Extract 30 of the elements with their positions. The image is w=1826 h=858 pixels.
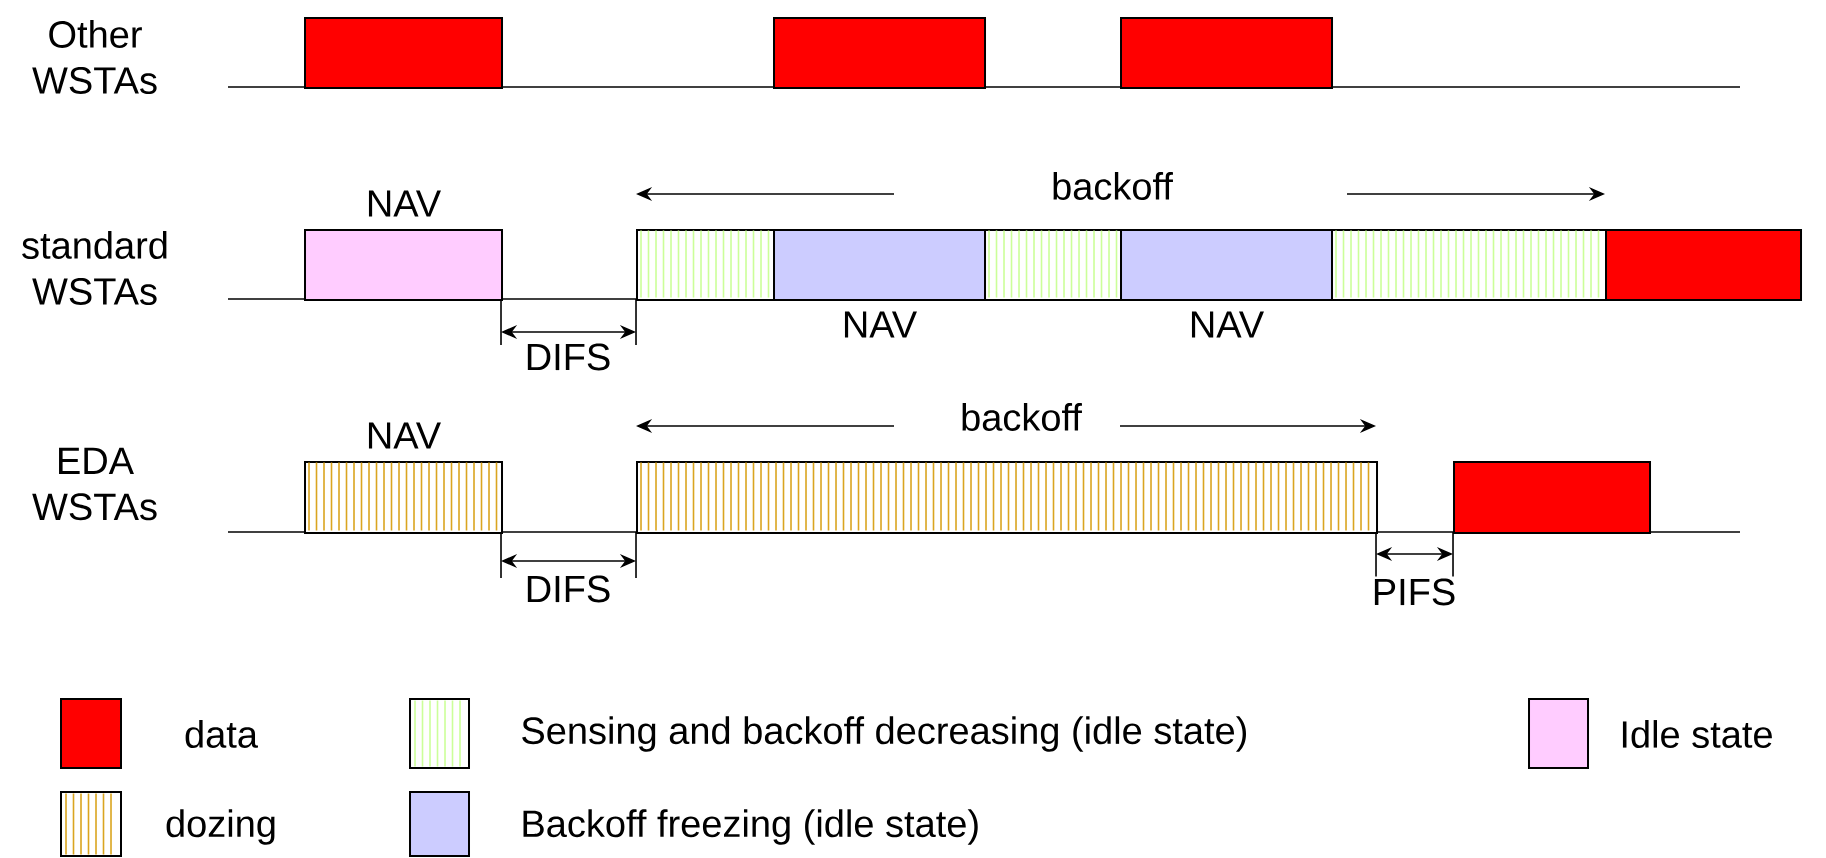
sensing-bar	[636, 229, 775, 301]
data-bar	[304, 17, 503, 89]
dimension-label: PIFS	[1369, 576, 1459, 608]
bar-label: NAV	[368, 190, 441, 217]
bar-label: NAV	[1191, 311, 1264, 338]
legend-label: Sensing and backoff decreasing (idle state)	[522, 716, 1246, 752]
freezing-bar	[1120, 229, 1333, 301]
sensing-bar	[984, 229, 1122, 301]
legend-label: Idle state	[1622, 720, 1772, 748]
bar-label: NAV	[844, 311, 917, 338]
row-label: EDA WSTAs	[32, 447, 157, 521]
dimension-label: backoff	[958, 401, 1084, 433]
dimension-label: DIFS	[522, 573, 614, 605]
legend-label: Backoff freezing (idle state)	[523, 809, 978, 845]
data-bar	[773, 17, 986, 89]
data-bar	[1605, 229, 1802, 301]
legend-label: dozing	[166, 809, 275, 845]
dimension-label: backoff	[1049, 170, 1175, 202]
freezing-bar	[773, 229, 986, 301]
idle-bar	[304, 229, 503, 301]
dozing-bar	[304, 461, 503, 534]
bar-label: NAV	[368, 422, 441, 449]
row-label: standard WSTAs	[22, 231, 167, 305]
sensing-bar	[1331, 229, 1607, 301]
row-label: Other WSTAs	[32, 20, 157, 94]
data-bar	[1120, 17, 1333, 89]
dimension-label: DIFS	[522, 341, 614, 373]
data-bar	[1453, 461, 1651, 534]
legend-label: data	[185, 720, 258, 748]
dozing-bar	[636, 461, 1378, 534]
